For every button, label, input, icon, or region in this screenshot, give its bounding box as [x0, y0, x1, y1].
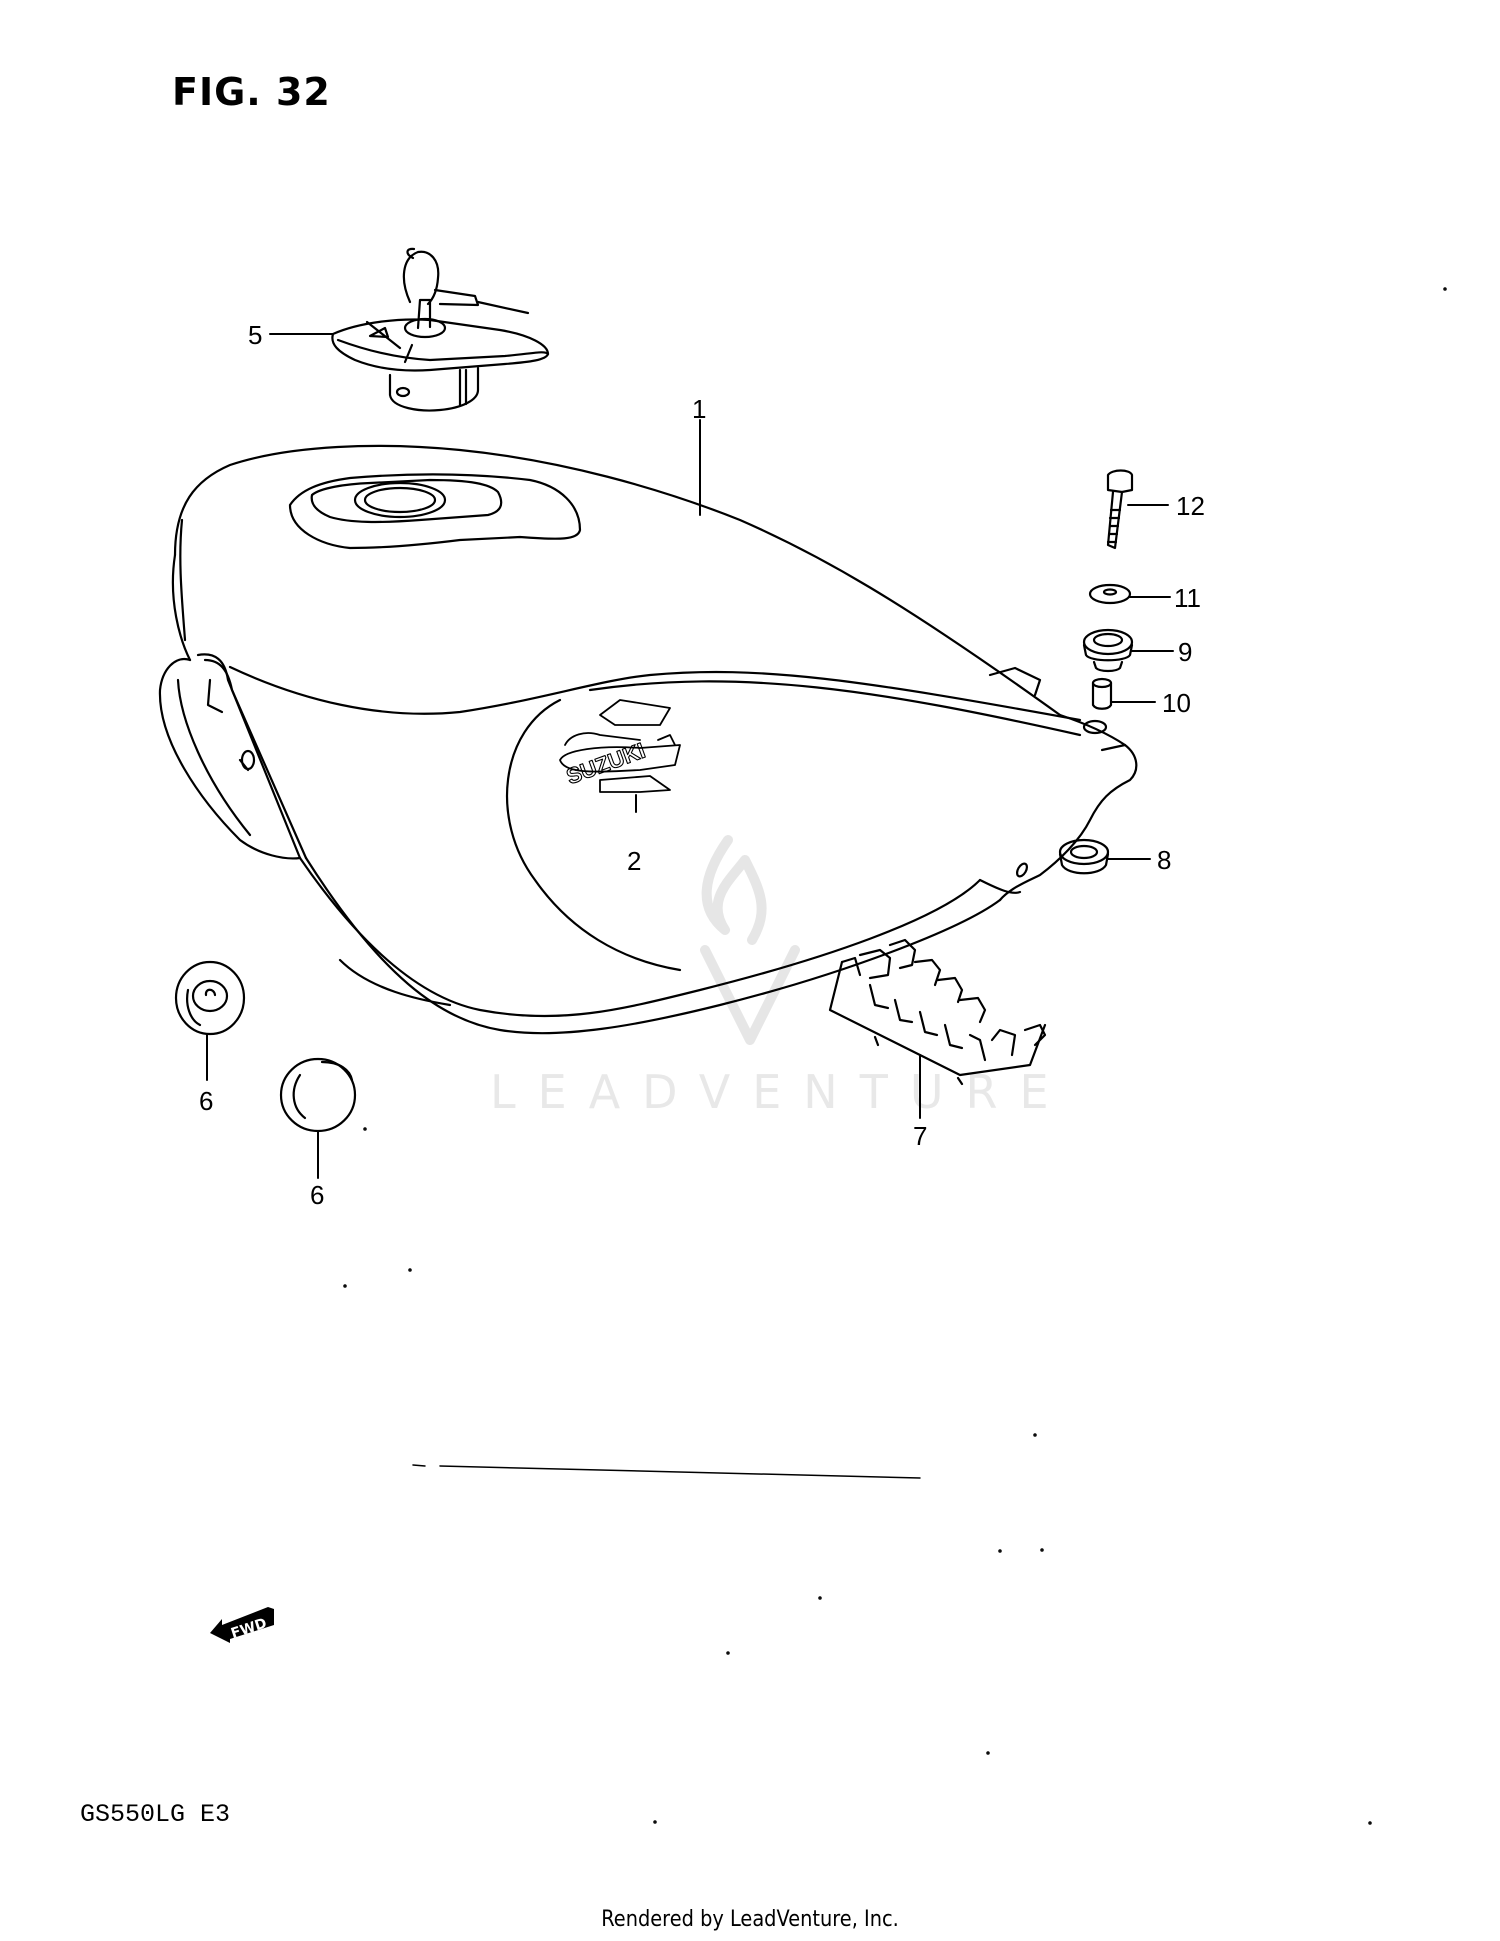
callout-5[interactable]: 5: [248, 320, 263, 350]
watermark-logo-icon: [700, 835, 800, 1045]
washer-drawing: [1088, 583, 1132, 605]
front-cushion-drawing: [174, 960, 246, 1036]
fuel-cap-drawing: [331, 247, 550, 412]
fuel-tank-drawing: SUZUKI: [158, 444, 1138, 1035]
bolt-drawing: [1106, 469, 1134, 550]
scan-artifacts: [343, 287, 1447, 1825]
suzuki-emblem-icon: [559, 699, 681, 793]
grommet-drawing: [1058, 838, 1110, 875]
spacer-drawing: [1091, 677, 1113, 710]
rear-cushion-drawing: [1082, 628, 1134, 673]
forward-direction-icon: FWD: [208, 1603, 278, 1648]
fwd-label: FWD: [229, 1616, 269, 1643]
callout-6-bottom[interactable]: 6: [310, 1180, 325, 1210]
callout-1[interactable]: 1: [692, 394, 707, 424]
rear-cushion-pad-drawing: [828, 938, 1047, 1086]
watermark-text: LEADVENTURE: [490, 1065, 1071, 1119]
callout-6-top[interactable]: 6: [199, 1086, 214, 1116]
callout-8[interactable]: 8: [1157, 845, 1172, 875]
callout-2[interactable]: 2: [627, 846, 642, 876]
callout-10[interactable]: 10: [1162, 688, 1191, 718]
callout-12[interactable]: 12: [1176, 491, 1205, 521]
emblem-text: SUZUKI: [563, 738, 649, 790]
callout-7[interactable]: 7: [913, 1121, 928, 1151]
leader-lines: [206, 333, 1174, 1179]
callout-11[interactable]: 11: [1174, 583, 1201, 613]
front-cushion-cap-drawing: [279, 1057, 357, 1133]
callout-9[interactable]: 9: [1178, 637, 1193, 667]
model-code: GS550LG E3: [80, 1800, 231, 1829]
figure-title: FIG. 32: [172, 70, 331, 114]
footer-credit: Rendered by LeadVenture, Inc.: [601, 1907, 899, 1932]
